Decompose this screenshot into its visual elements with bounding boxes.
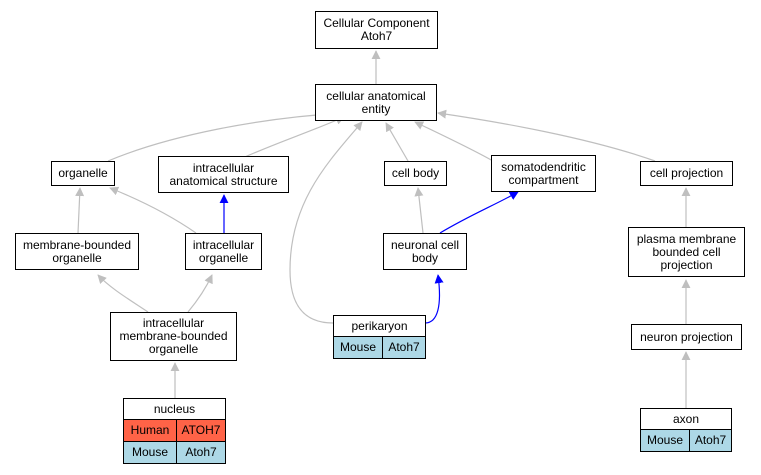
- node-label: cell projection: [649, 166, 724, 180]
- node-label: cell body: [391, 166, 440, 180]
- node-label: membrane-bounded: [22, 237, 132, 252]
- node-label: neuron projection: [640, 329, 733, 344]
- edge-io-organelle: [109, 186, 197, 234]
- edge-cellproj-cae: [437, 109, 656, 162]
- node-label: neuronal cell: [390, 237, 460, 252]
- node-neuron-projection[interactable]: neuron projection: [631, 324, 742, 350]
- species-cell: Human: [124, 420, 176, 441]
- term-title: nucleus: [124, 399, 225, 420]
- annotation-row-mouse: Mouse Atoh7: [641, 430, 731, 451]
- node-label: organelle: [198, 250, 249, 265]
- term-title: perikaryon: [334, 316, 425, 337]
- annotation-row-human: Human ATOH7: [124, 420, 225, 441]
- gene-cell: Atoh7: [689, 430, 731, 451]
- node-label: intracellular: [192, 160, 255, 175]
- node-label: organelle: [58, 166, 108, 180]
- node-label: intracellular: [192, 237, 255, 252]
- node-somatodendritic-compartment[interactable]: somatodendritic compartment: [491, 155, 596, 192]
- edge-cellbody-cae: [385, 122, 409, 162]
- edge-ncb-somato: [439, 191, 519, 234]
- edge-ncb-cellbody: [414, 187, 424, 234]
- species-cell: Mouse: [124, 442, 176, 463]
- node-intracellular-organelle[interactable]: intracellular organelle: [185, 233, 262, 270]
- node-membrane-bounded-organelle[interactable]: membrane-bounded organelle: [15, 233, 139, 270]
- node-label: somatodendritic: [501, 159, 586, 174]
- node-label: entity: [361, 101, 391, 116]
- edge-organelle-cae: [107, 108, 344, 162]
- gene-cell: ATOH7: [176, 420, 225, 441]
- node-label: cellular anatomical: [326, 88, 426, 103]
- edge-perikaryon-ncb: [424, 274, 444, 324]
- gene-cell: Atoh7: [382, 337, 425, 358]
- node-label: organelle: [52, 250, 102, 265]
- term-title: axon: [641, 409, 731, 430]
- node-cellular-component-atoh7[interactable]: Cellular Component Atoh7: [315, 11, 438, 49]
- node-neuronal-cell-body[interactable]: neuronal cell body: [383, 233, 467, 270]
- node-label: compartment: [508, 172, 579, 187]
- edge-imbo-io: [187, 274, 213, 313]
- node-label: plasma membrane: [636, 231, 737, 246]
- gene-cell: Atoh7: [176, 442, 225, 463]
- node-cell-projection[interactable]: cell projection: [640, 161, 733, 186]
- node-intracellular-anatomical-structure[interactable]: intracellular anatomical structure: [158, 156, 289, 193]
- edge-ias-cae: [235, 116, 345, 162]
- annotation-row-mouse: Mouse Atoh7: [334, 337, 425, 358]
- term-axon[interactable]: axon Mouse Atoh7: [640, 408, 732, 452]
- edge-somato-cae: [414, 121, 494, 162]
- node-cell-body[interactable]: cell body: [384, 161, 447, 186]
- node-label: projection: [660, 257, 713, 272]
- node-intracellular-membrane-bounded-organelle[interactable]: intracellular membrane-bounded organelle: [110, 312, 237, 361]
- node-label: Atoh7: [360, 29, 393, 43]
- edge-mbo-organelle: [75, 187, 85, 234]
- node-organelle[interactable]: organelle: [51, 161, 115, 186]
- annotation-row-mouse: Mouse Atoh7: [124, 441, 225, 463]
- node-label: organelle: [148, 342, 199, 356]
- node-label: membrane-bounded: [119, 329, 228, 343]
- term-nucleus[interactable]: nucleus Human ATOH7 Mouse Atoh7: [123, 398, 226, 464]
- node-label: bounded cell: [652, 244, 721, 259]
- node-label: intracellular: [142, 316, 205, 330]
- edge-imbo-mbo: [97, 274, 149, 313]
- node-label: body: [411, 250, 439, 265]
- species-cell: Mouse: [334, 337, 382, 358]
- node-plasma-membrane-bounded-cell-projection[interactable]: plasma membrane bounded cell projection: [628, 227, 745, 277]
- node-label: anatomical structure: [169, 173, 278, 188]
- node-cellular-anatomical-entity[interactable]: cellular anatomical entity: [315, 84, 437, 121]
- species-cell: Mouse: [641, 430, 689, 451]
- node-label: Cellular Component: [323, 16, 430, 30]
- edge-perikaryon-cae: [289, 121, 363, 324]
- term-perikaryon[interactable]: perikaryon Mouse Atoh7: [333, 315, 426, 359]
